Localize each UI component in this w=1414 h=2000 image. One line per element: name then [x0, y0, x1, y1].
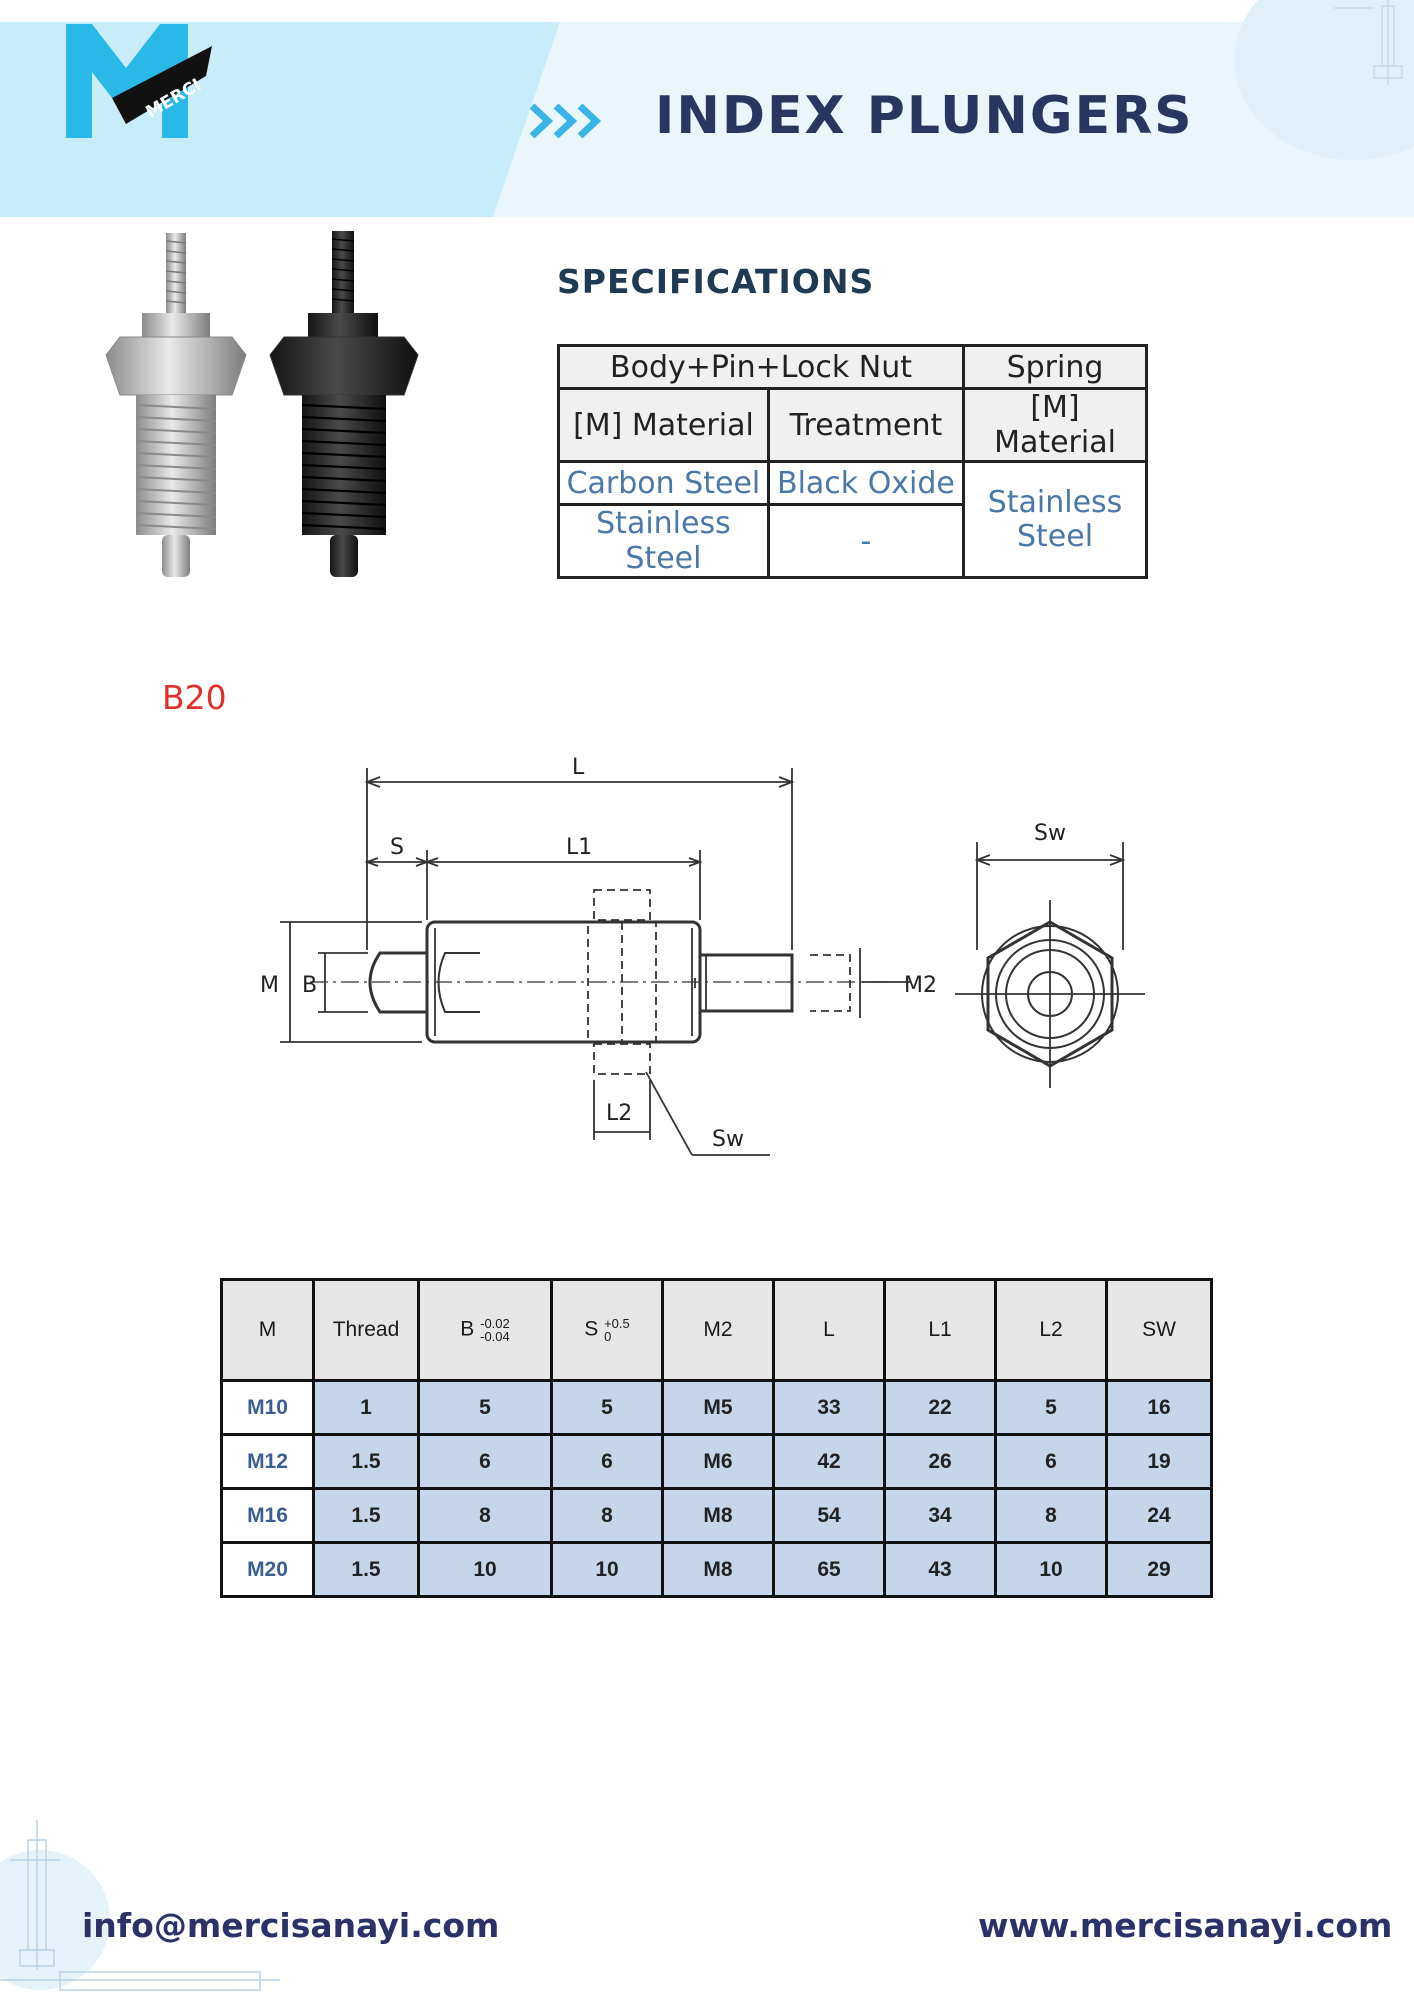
cell-b: 8	[417, 1487, 553, 1544]
cell-l1: 43	[883, 1541, 997, 1598]
cell-l2: 6	[994, 1433, 1108, 1490]
cell-s: 6	[550, 1433, 664, 1490]
spec-col-material: [M] Material	[557, 387, 770, 463]
corner-schematic	[1334, 0, 1403, 85]
footer-email-link[interactable]: info@mercisanayi.com	[82, 1906, 500, 1945]
spec-treatment-1: Black Oxide	[766, 460, 966, 506]
table-row: M12 1.5 6 6 M6 42 26 6 19	[220, 1433, 1213, 1490]
cell-l1: 22	[883, 1379, 997, 1436]
b-tol-lower: -0.04	[480, 1329, 510, 1344]
specifications-table: Body+Pin+Lock Nut Spring [M] Material Tr…	[557, 344, 1148, 579]
dim-header-m: M	[220, 1278, 315, 1382]
cell-l2: 8	[994, 1487, 1108, 1544]
dim-header-l2: L2	[994, 1278, 1108, 1382]
technical-drawing: L S L1 M B M2 L2 Sw Sw	[260, 755, 1145, 1156]
label-B: B	[302, 973, 317, 998]
stainless-plunger	[105, 233, 247, 577]
spec-group-body: Body+Pin+Lock Nut	[557, 344, 965, 390]
cell-m: M20	[220, 1541, 315, 1598]
cell-l: 65	[772, 1541, 886, 1598]
model-label: B20	[162, 678, 227, 717]
spec-spring-material: Stainless Steel	[962, 460, 1148, 579]
cell-m2: M6	[661, 1433, 775, 1490]
spec-material-2: Stainless Steel	[557, 503, 770, 579]
cell-l2: 10	[994, 1541, 1108, 1598]
label-S: S	[390, 835, 404, 860]
dim-header-s-label: S	[584, 1317, 599, 1341]
cell-sw: 24	[1105, 1487, 1213, 1544]
cell-m2: M5	[661, 1379, 775, 1436]
dim-header-b: B -0.02-0.04	[417, 1278, 553, 1382]
merci-logo: MERCI	[66, 24, 212, 138]
cell-sw: 29	[1105, 1541, 1213, 1598]
cell-l2: 5	[994, 1379, 1108, 1436]
product-photo	[105, 231, 419, 577]
cell-l: 42	[772, 1433, 886, 1490]
label-Sw-bottom: Sw	[712, 1127, 744, 1152]
label-L: L	[572, 755, 585, 780]
label-L1: L1	[566, 835, 592, 860]
cell-l: 33	[772, 1379, 886, 1436]
cell-l: 54	[772, 1487, 886, 1544]
dim-header-l1: L1	[883, 1278, 997, 1382]
label-M: M	[260, 973, 279, 998]
specifications-title: SPECIFICATIONS	[557, 262, 875, 301]
spring-material-line-1: Stainless	[987, 484, 1123, 520]
cell-b: 10	[417, 1541, 553, 1598]
footer-schematic	[0, 1820, 280, 1991]
footer-website-link[interactable]: www.mercisanayi.com	[978, 1906, 1393, 1945]
cell-thread: 1	[312, 1379, 420, 1436]
table-row: M20 1.5 10 10 M8 65 43 10 29	[220, 1541, 1213, 1598]
cell-m2: M8	[661, 1487, 775, 1544]
cell-m: M10	[220, 1379, 315, 1436]
dim-header-m2: M2	[661, 1278, 775, 1382]
spring-material-line-2: Steel	[1016, 518, 1094, 554]
cell-b: 6	[417, 1433, 553, 1490]
cell-m: M12	[220, 1433, 315, 1490]
cell-thread: 1.5	[312, 1487, 420, 1544]
spec-col-spring-material: [M] Material	[962, 387, 1148, 463]
b-tol-upper: -0.02	[480, 1316, 510, 1331]
label-Sw-hex: Sw	[1034, 821, 1066, 846]
chevron-arrows-icon	[529, 103, 602, 139]
dim-header-thread: Thread	[312, 1278, 420, 1382]
cell-m: M16	[220, 1487, 315, 1544]
black-oxide-plunger	[269, 231, 419, 577]
table-row: M10 1 5 5 M5 33 22 5 16	[220, 1379, 1213, 1436]
spec-treatment-2: -	[766, 503, 966, 579]
cell-s: 5	[550, 1379, 664, 1436]
spec-material-1: Carbon Steel	[557, 460, 770, 506]
cell-sw: 19	[1105, 1433, 1213, 1490]
cell-s: 10	[550, 1541, 664, 1598]
cell-l1: 26	[883, 1433, 997, 1490]
cell-l1: 34	[883, 1487, 997, 1544]
cell-thread: 1.5	[312, 1541, 420, 1598]
cell-m2: M8	[661, 1541, 775, 1598]
spec-group-spring: Spring	[962, 344, 1148, 390]
label-L2: L2	[606, 1101, 632, 1126]
dim-header-sw: SW	[1105, 1278, 1213, 1382]
spec-col-treatment: Treatment	[766, 387, 966, 463]
dim-header-b-label: B	[460, 1317, 475, 1341]
s-tol-upper: +0.5	[604, 1316, 630, 1331]
table-row: M16 1.5 8 8 M8 54 34 8 24	[220, 1487, 1213, 1544]
cell-sw: 16	[1105, 1379, 1213, 1436]
dim-header-l: L	[772, 1278, 886, 1382]
page-title: INDEX PLUNGERS	[655, 86, 1194, 146]
cell-b: 5	[417, 1379, 553, 1436]
s-tol-lower: 0	[604, 1329, 612, 1344]
label-M2: M2	[904, 973, 937, 998]
cell-s: 8	[550, 1487, 664, 1544]
dim-header-b-tolerance: -0.02-0.04	[480, 1317, 510, 1343]
cell-thread: 1.5	[312, 1433, 420, 1490]
